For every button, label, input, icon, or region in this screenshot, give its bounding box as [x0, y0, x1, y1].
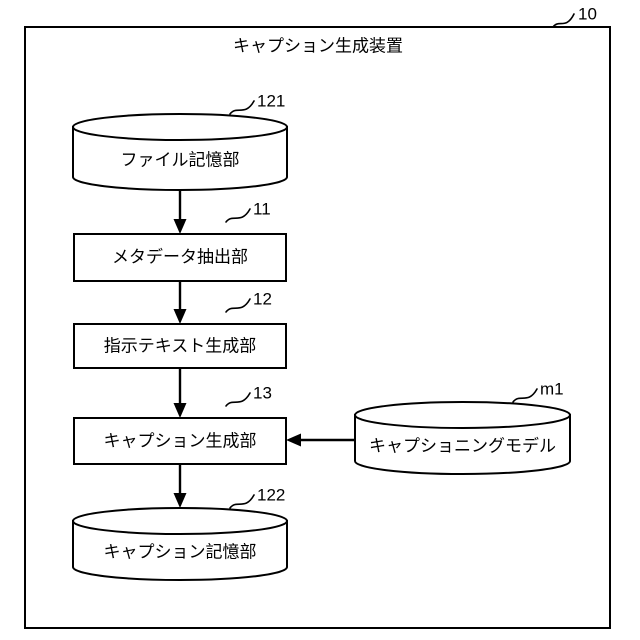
- node-instruction-text-generator: 指示テキスト生成部: [73, 323, 287, 369]
- node-caption-store: キャプション記憶部: [72, 507, 288, 582]
- ref-number-10: 10: [578, 4, 597, 23]
- device-frame: [24, 26, 611, 629]
- leader-line-10: [552, 13, 575, 28]
- leader-line-13: [225, 392, 251, 407]
- caption-store-label: キャプション記憶部: [104, 542, 257, 561]
- metadata-extractor-label: メタデータ抽出部: [112, 246, 248, 266]
- leader-line-12: [225, 298, 251, 313]
- leader-line-121: [229, 100, 255, 115]
- node-captioning-model: キャプショニングモデル: [354, 401, 571, 476]
- node-caption-generator: キャプション生成部: [73, 417, 287, 465]
- caption-store-body: [72, 520, 288, 582]
- leader-line-m1: [512, 388, 538, 403]
- arrow-caption-generator-to-caption-store: [173, 464, 187, 508]
- instruction-text-generator-label: 指示テキスト生成部: [104, 336, 257, 355]
- arrow-file-store-to-metadata: [173, 190, 187, 234]
- node-metadata-extractor: メタデータ抽出部: [73, 233, 287, 282]
- ref-number-m1: m1: [540, 379, 564, 398]
- captioning-model-top: [354, 401, 571, 429]
- arrow-metadata-to-instruction: [173, 281, 187, 324]
- leader-line-122: [229, 494, 255, 509]
- captioning-model-body: [354, 414, 571, 476]
- ref-number-11: 11: [253, 199, 271, 218]
- metadata-extractor-box: [73, 233, 287, 282]
- node-file-store: ファイル記憶部: [72, 113, 288, 192]
- leader-line-11: [225, 208, 251, 223]
- file-store-body: [72, 126, 288, 192]
- ref-number-121: 121: [257, 91, 285, 110]
- file-store-label: ファイル記憶部: [121, 150, 240, 169]
- arrow-instruction-to-caption-generator: [173, 368, 187, 418]
- caption-generator-label: キャプション生成部: [104, 431, 257, 450]
- ref-number-13: 13: [253, 383, 272, 402]
- ref-number-122: 122: [257, 485, 285, 504]
- caption-generator-box: [73, 417, 287, 465]
- page-title: キャプション生成装置: [233, 36, 403, 55]
- caption-store-top: [72, 507, 288, 535]
- captioning-model-label: キャプショニングモデル: [369, 435, 556, 455]
- file-store-top: [72, 113, 288, 141]
- ref-number-12: 12: [253, 289, 272, 308]
- arrow-captioning-model-to-caption-generator: [286, 433, 355, 447]
- instruction-text-generator-box: [73, 323, 287, 369]
